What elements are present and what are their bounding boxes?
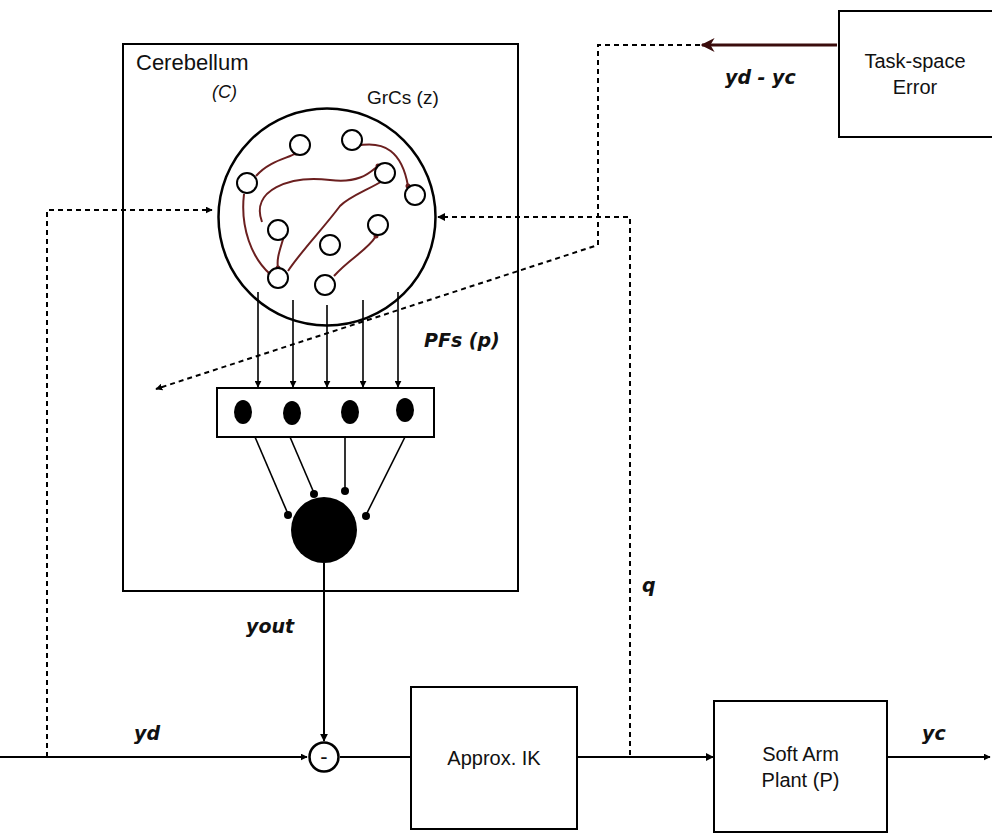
circle-outline — [217, 107, 437, 327]
node-text: Cerebellum — [136, 49, 249, 78]
signal-connector — [340, 756, 410, 758]
signal-connector — [323, 592, 325, 741]
signal-label: yd — [134, 722, 160, 745]
synapse-dots — [268, 151, 411, 277]
node-text: Soft Arm Plant (P) — [745, 741, 857, 793]
feedback-connector — [438, 217, 630, 757]
error-box: Task-space Error — [838, 10, 992, 138]
output-wire — [888, 756, 990, 758]
node-text: - — [320, 746, 327, 768]
pf-synapses — [234, 398, 414, 425]
node-text: Task-space Error — [850, 48, 980, 100]
error-arrow — [702, 44, 837, 47]
node-text: Approx. IK — [447, 745, 540, 771]
edge-label: q — [642, 574, 656, 597]
cerebellum-box: Cerebellum (C) GrCs (z) — [122, 43, 519, 592]
error-signal-label: yd - yc — [725, 66, 796, 89]
granule-cell-pool: GrCs (z) — [217, 107, 437, 327]
edge-label: yout — [246, 615, 294, 638]
plant-box: Soft Arm Plant (P) — [713, 700, 888, 833]
input-feedback-dashed — [47, 210, 212, 757]
subtract-junction: - — [308, 741, 340, 773]
purkinje-cell — [291, 497, 357, 563]
parallel-fibres — [258, 292, 398, 387]
granule-cells — [237, 130, 425, 295]
fibre-label: PFs (p) — [424, 329, 500, 352]
node-text: (C) — [212, 81, 237, 104]
ik-box: Approx. IK — [410, 686, 578, 830]
purkinje-axon — [323, 563, 325, 592]
signal-label: yc — [922, 722, 946, 745]
pf-layer — [217, 388, 434, 437]
granule-connections — [243, 145, 408, 276]
node-text: GrCs (z) — [367, 86, 439, 111]
